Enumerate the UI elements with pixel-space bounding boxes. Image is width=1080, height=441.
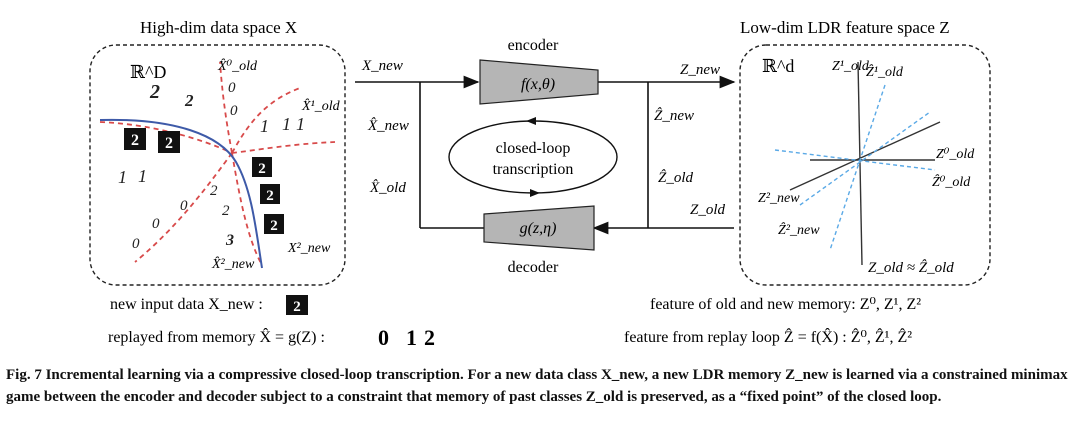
loop-arrow-bottom <box>530 189 540 197</box>
new-digit-tiles: 2 2 2 2 2 <box>124 128 284 234</box>
left-space-label: ℝ^D <box>130 62 166 82</box>
digit: 2 <box>210 183 218 199</box>
digit: 1 <box>118 167 127 187</box>
digit-samples: 2 2 0 0 1 1 1 1 1 2 2 0 0 0 3 <box>118 80 305 252</box>
z-new-2-hat-label: Ẑ²_new <box>778 221 820 238</box>
z2-line <box>789 121 941 191</box>
z-new-2-label: Z²_new <box>758 191 800 206</box>
svg-text:2: 2 <box>270 218 278 234</box>
digit: 1 <box>260 116 269 136</box>
z2-hat-line <box>799 111 931 206</box>
svg-text:2: 2 <box>165 135 173 152</box>
new-input-text: new input data X_new : <box>110 296 263 313</box>
digit: 0 <box>132 236 140 252</box>
digit-tile <box>124 128 146 150</box>
digit-tile <box>252 157 272 177</box>
loop-arrow-top <box>526 117 536 125</box>
svg-text:2: 2 <box>258 161 266 177</box>
right-space-label: ℝ^d <box>762 56 794 76</box>
x-new-label: X_new <box>361 58 403 74</box>
new-input-tile <box>286 295 308 315</box>
z-new-label: Z_new <box>680 62 720 78</box>
left-panel-title: High-dim data space X <box>140 18 297 37</box>
feature-subspaces <box>774 61 941 266</box>
z-old-1-hat-label: Ẑ¹_old <box>866 63 904 80</box>
x-hat-new-label: X̂_new <box>367 118 409 134</box>
replay-text: replayed from memory X̂ = g(Z) : <box>108 327 325 346</box>
encoder-function: f(x,θ) <box>521 76 555 93</box>
new-input-digit: 2 <box>293 299 301 315</box>
right-panel-box <box>739 44 991 286</box>
digit: 2 <box>184 91 194 110</box>
z-old-label: Z_old <box>690 202 726 218</box>
x-old-1-label: X̂¹_old <box>301 98 341 114</box>
diagram-canvas: High-dim data space X ℝ^D 2 2 0 0 1 1 1 … <box>89 18 991 350</box>
digit: 2 <box>149 81 160 103</box>
loop-text-1: closed-loop <box>496 140 571 157</box>
z-old-0-hat-label: Ẑ⁰_old <box>932 173 971 190</box>
class-boundaries <box>99 61 336 266</box>
replay-digit-2: 2 <box>424 325 435 350</box>
digit: 3 <box>225 232 234 249</box>
digit: 0 <box>228 80 236 96</box>
loop-text-2: transcription <box>493 161 574 178</box>
digit: 0 <box>180 198 188 214</box>
replay-digit-0: 0 <box>378 325 389 350</box>
x-new-2-hat-label: X̂²_new <box>211 256 255 272</box>
figure-caption: Fig. 7 Incremental learning via a compre… <box>6 367 1068 405</box>
x-old-0-label: X̂⁰_old <box>217 58 258 74</box>
digit: 2 <box>222 203 230 219</box>
encoder-block <box>479 59 599 105</box>
z-old-1-label: Z¹_old <box>832 59 870 74</box>
digit: 1 <box>296 114 305 134</box>
digit: 0 <box>230 103 238 119</box>
svg-text:2: 2 <box>266 188 274 204</box>
digit-tile <box>260 184 280 204</box>
digit: 1 <box>282 114 291 134</box>
digit-tile <box>264 214 284 234</box>
decoder-block <box>483 205 595 251</box>
z-equation: Z_old ≈ Ẑ_old <box>868 259 954 276</box>
old-new-memory-text: feature of old and new memory: Z⁰, Z¹, Z… <box>650 296 921 313</box>
digit-tile <box>158 131 180 153</box>
z1-line <box>857 61 863 266</box>
closed-loop-ellipse <box>448 120 618 194</box>
left-panel-box <box>89 44 346 286</box>
decoder-label: decoder <box>508 259 559 276</box>
z0-hat-line <box>774 149 936 171</box>
decision-curve <box>99 118 263 269</box>
z-hat-old-label: Ẑ_old <box>658 169 694 186</box>
z-old-0-label: Z⁰_old <box>936 147 975 162</box>
svg-text:2: 2 <box>131 132 139 149</box>
z-hat-new-label: Ẑ_new <box>654 107 694 124</box>
digit: 1 <box>138 166 147 186</box>
right-panel-title: Low-dim LDR feature space Z <box>740 18 950 37</box>
decoder-function: g(z,η) <box>520 220 557 237</box>
x-hat-old-label: X̂_old <box>369 180 406 196</box>
z1-hat-line <box>829 84 886 251</box>
replay-digit-1: 1 <box>406 325 417 350</box>
x-new-2-label: X²_new <box>287 241 331 256</box>
digit: 0 <box>152 216 160 232</box>
encoder-label: encoder <box>508 37 559 54</box>
replay-loop-feature-text: feature from replay loop Ẑ = f(X̂) : Ẑ⁰,… <box>624 327 912 346</box>
